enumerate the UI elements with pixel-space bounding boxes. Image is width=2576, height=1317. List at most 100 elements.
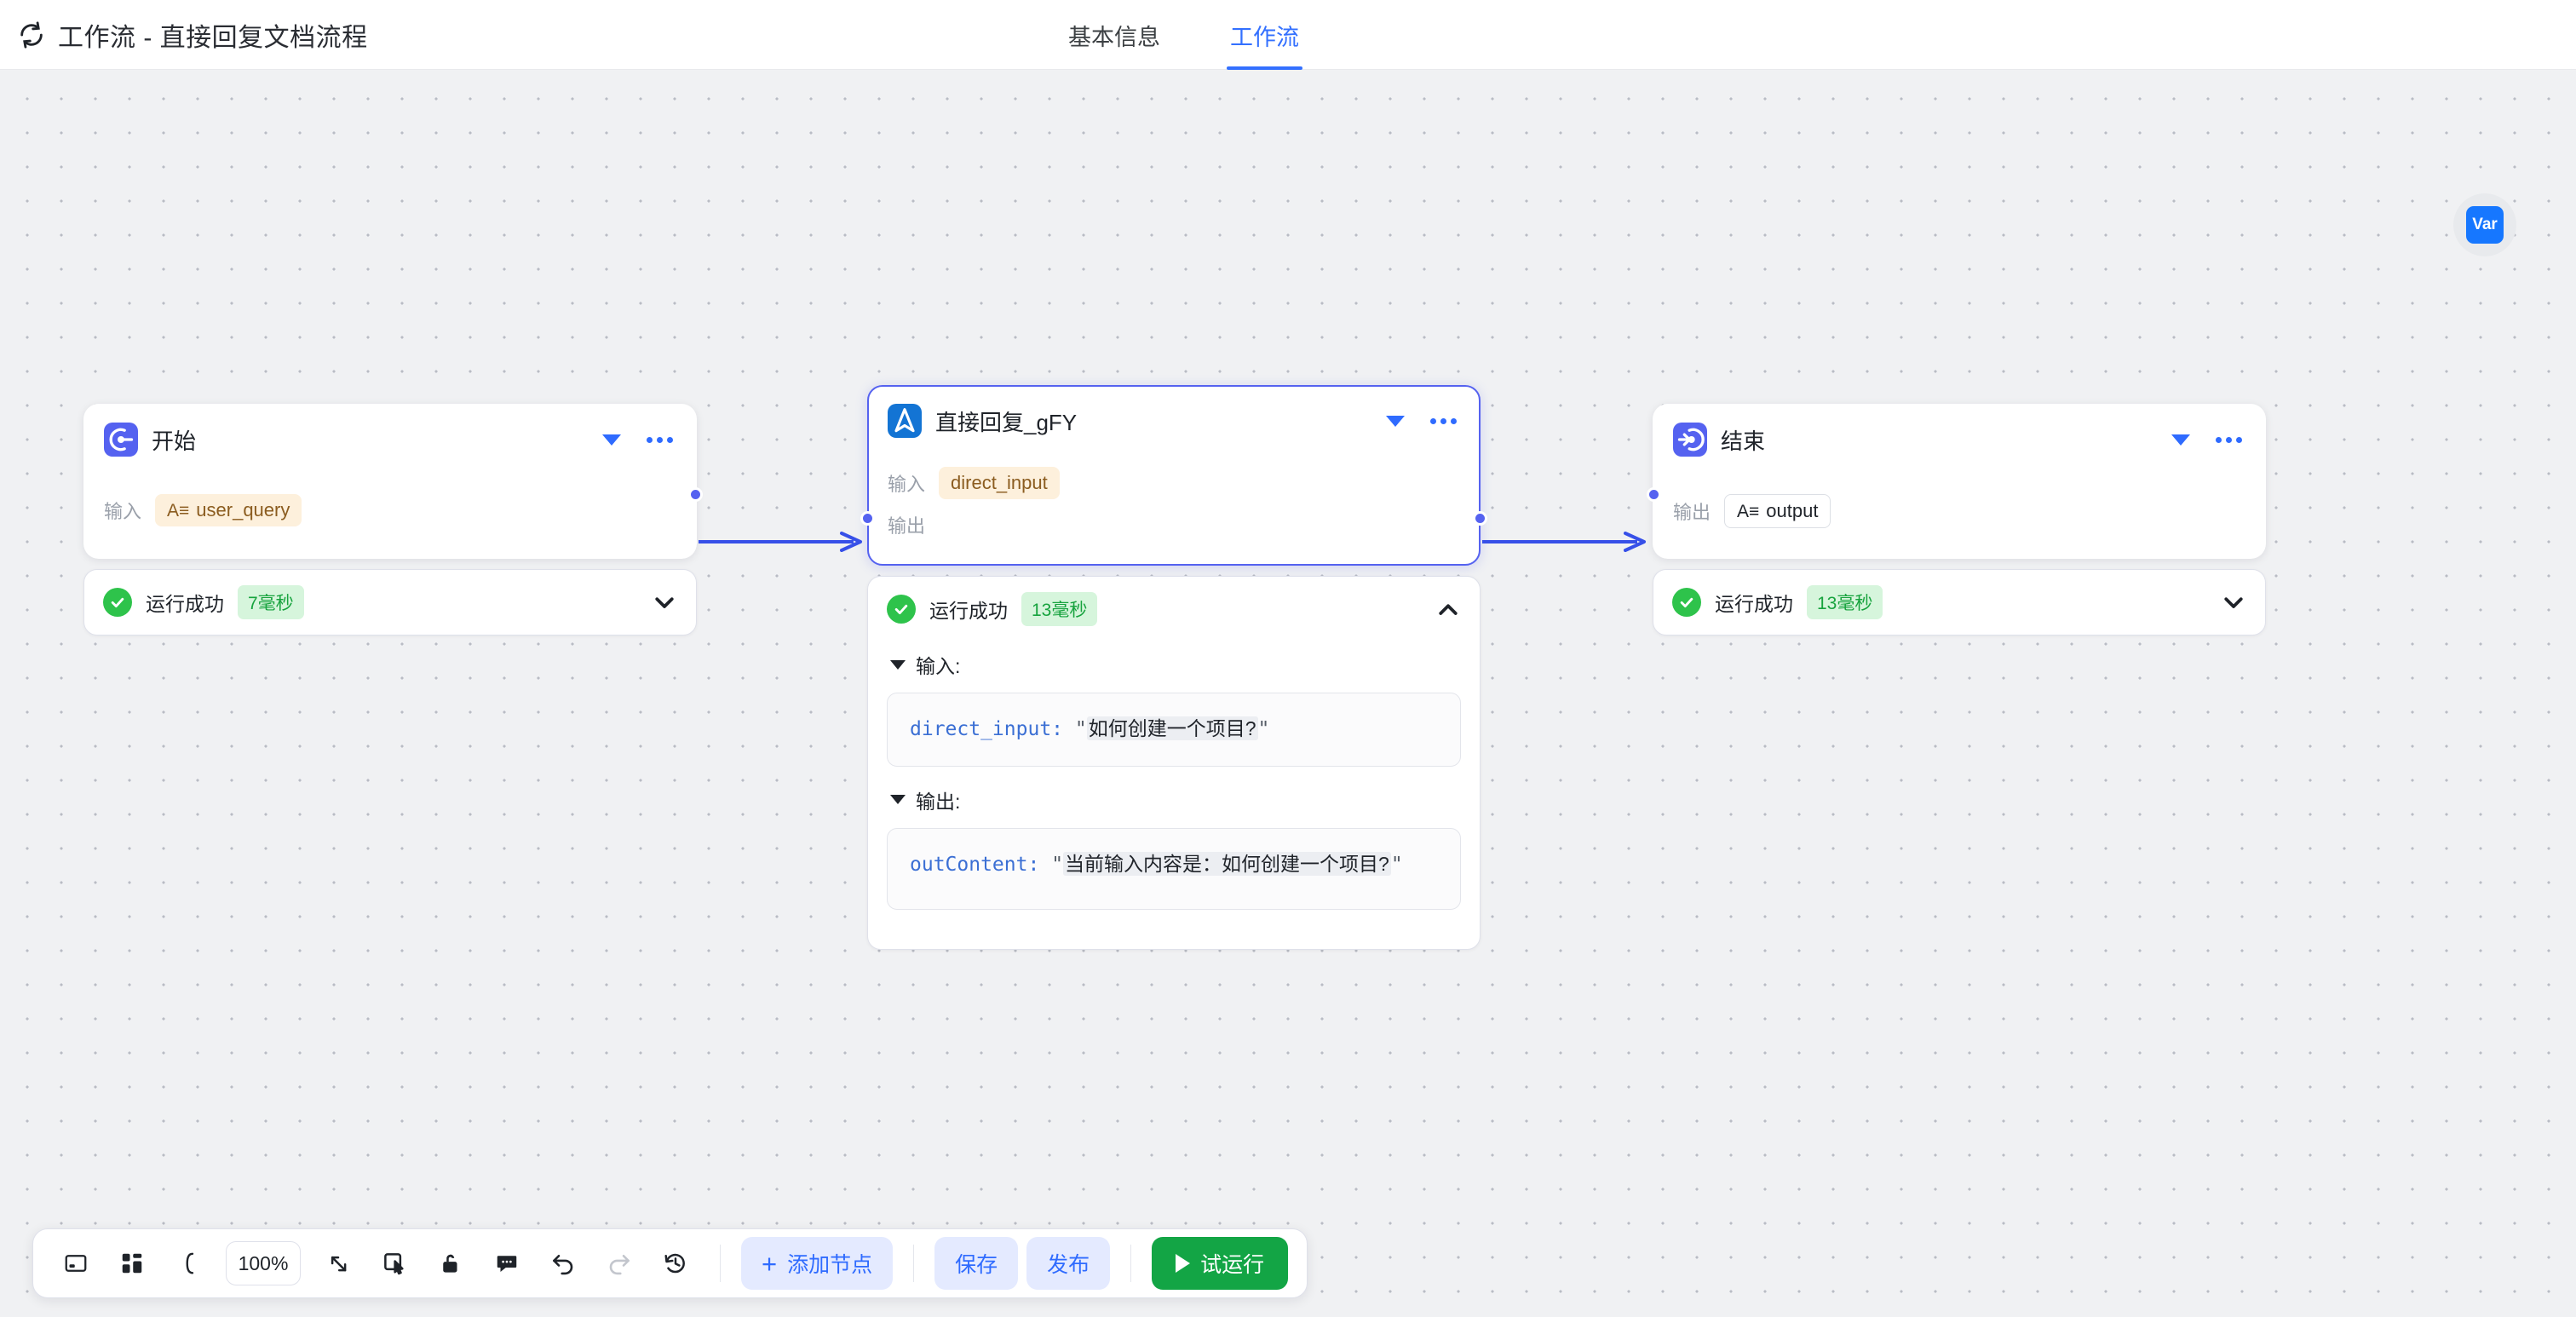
node-direct-reply-status[interactable]: 运行成功 13毫秒 输入: direct_input: "如何创建一个项目?": [867, 576, 1481, 951]
header-left: 工作流 - 直接回复文档流程: [0, 16, 368, 54]
triangle-down-icon[interactable]: [890, 659, 906, 670]
unlock-icon[interactable]: [427, 1239, 474, 1287]
var-label: Var: [2466, 206, 2504, 244]
quote-open: ": [1051, 853, 1064, 876]
run-output-code-box: outContent: "当前输入内容是：如何创建一个项目?": [887, 827, 1461, 911]
chip-user-query-label: user_query: [196, 499, 290, 520]
chip-output[interactable]: A≡ output: [1724, 494, 1831, 528]
workflow-canvas[interactable]: Var 开始: [0, 70, 2576, 1317]
redo-icon[interactable]: [595, 1239, 643, 1287]
bottom-toolbar: 100%: [32, 1228, 1308, 1298]
run-output-line: outContent: "当前输入内容是：如何创建一个项目?": [910, 849, 1438, 881]
node-direct-reply-header: 直接回复_gFY: [869, 387, 1479, 438]
node-direct-reply[interactable]: 直接回复_gFY 输入 direct_input 输出: [860, 385, 1487, 951]
quote-close: ": [1257, 718, 1270, 740]
comment-icon[interactable]: [483, 1239, 531, 1287]
node-start[interactable]: 开始 输入 A≡ user_query: [83, 404, 703, 635]
run-input-key: direct_input:: [910, 718, 1064, 740]
more-dots-icon[interactable]: [1430, 417, 1457, 424]
edge-reply-to-end: [1482, 532, 1653, 552]
toolbar-divider: [1130, 1245, 1132, 1282]
success-check-icon: [103, 588, 132, 617]
edge-start-to-reply: [699, 532, 869, 552]
node-end-card[interactable]: 结束 输出 A≡ output: [1647, 404, 2266, 559]
quote-close: ": [1390, 853, 1403, 876]
run-output-value: 当前输入内容是：如何创建一个项目?: [1063, 851, 1391, 876]
node-direct-reply-input-handle[interactable]: [860, 511, 875, 526]
save-button[interactable]: 保存: [934, 1237, 1019, 1290]
node-end[interactable]: 结束 输出 A≡ output: [1647, 404, 2266, 635]
start-node-icon: [104, 423, 138, 457]
more-dots-icon[interactable]: [647, 436, 673, 443]
header-tabs: 基本信息 工作流: [1065, 0, 1302, 70]
node-end-actions: [2171, 434, 2245, 446]
node-start-card[interactable]: 开始 输入 A≡ user_query: [83, 404, 703, 559]
run-output-section-title: 输出:: [916, 790, 961, 813]
history-icon[interactable]: [652, 1239, 699, 1287]
plus-icon: +: [762, 1248, 778, 1279]
chevron-down-icon[interactable]: [2221, 589, 2246, 615]
add-node-label: 添加节点: [787, 1253, 873, 1277]
node-start-status[interactable]: 运行成功 7毫秒: [83, 569, 697, 635]
play-icon: [1176, 1254, 1191, 1273]
add-node-button[interactable]: + 添加节点: [741, 1237, 894, 1290]
undo-icon[interactable]: [539, 1239, 587, 1287]
node-start-output-handle[interactable]: [688, 487, 703, 502]
test-run-button[interactable]: 试运行: [1152, 1237, 1289, 1290]
publish-button[interactable]: 发布: [1026, 1237, 1111, 1290]
node-start-header: 开始: [85, 405, 695, 457]
node-direct-reply-input-label: 输入: [888, 474, 926, 495]
chevron-up-icon[interactable]: [1435, 596, 1461, 622]
chevron-down-icon[interactable]: [652, 589, 677, 615]
node-direct-reply-status-header[interactable]: 运行成功 13毫秒: [868, 577, 1480, 641]
variables-fab-button[interactable]: Var: [2453, 193, 2516, 256]
refresh-loop-icon: [17, 20, 46, 49]
chip-direct-input-label: direct_input: [951, 472, 1048, 493]
run-output-section-header[interactable]: 输出:: [890, 785, 1461, 814]
node-end-status-text: 运行成功: [1715, 593, 1793, 615]
fit-view-icon[interactable]: [314, 1239, 362, 1287]
node-end-duration-badge: 13毫秒: [1807, 585, 1883, 619]
select-tool-icon[interactable]: [371, 1239, 418, 1287]
node-direct-reply-actions: [1386, 415, 1460, 427]
run-input-section-header[interactable]: 输入:: [890, 650, 1461, 679]
chip-user-query[interactable]: A≡ user_query: [155, 494, 302, 526]
tab-workflow[interactable]: 工作流: [1227, 0, 1302, 70]
toolbar-divider: [720, 1245, 721, 1282]
node-end-status-header[interactable]: 运行成功 13毫秒: [1653, 570, 2265, 635]
node-end-output-row: 输出 A≡ output: [1654, 494, 2264, 528]
text-type-icon: A≡: [167, 500, 190, 520]
run-output-key: outContent:: [910, 853, 1040, 876]
page-title: 工作流 - 直接回复文档流程: [58, 23, 368, 52]
zoom-level-display[interactable]: 100%: [226, 1241, 301, 1285]
tab-basic-info[interactable]: 基本信息: [1068, 24, 1160, 50]
app-header: 工作流 - 直接回复文档流程 基本信息 工作流: [0, 0, 2576, 70]
node-direct-reply-output-handle[interactable]: [1473, 511, 1487, 526]
node-start-status-header[interactable]: 运行成功 7毫秒: [84, 570, 696, 635]
node-end-input-handle[interactable]: [1647, 487, 1661, 502]
node-start-actions: [602, 434, 676, 446]
layout-grid-icon[interactable]: [108, 1239, 156, 1287]
node-end-status[interactable]: 运行成功 13毫秒: [1653, 569, 2266, 635]
curve-edge-icon[interactable]: [164, 1239, 212, 1287]
node-direct-reply-input-row: 输入 direct_input: [869, 467, 1479, 499]
run-input-line: direct_input: "如何创建一个项目?": [910, 714, 1438, 745]
more-dots-icon[interactable]: [2216, 436, 2242, 443]
caret-down-icon[interactable]: [602, 434, 621, 446]
chip-direct-input[interactable]: direct_input: [939, 467, 1060, 499]
node-direct-reply-duration-badge: 13毫秒: [1021, 592, 1098, 626]
caret-down-icon[interactable]: [2171, 434, 2190, 446]
run-input-code-box: direct_input: "如何创建一个项目?": [887, 693, 1461, 767]
success-check-icon: [887, 595, 916, 624]
caret-down-icon[interactable]: [1386, 415, 1405, 427]
node-direct-reply-card[interactable]: 直接回复_gFY 输入 direct_input 输出: [860, 385, 1487, 566]
toolbar-divider: [913, 1245, 915, 1282]
triangle-down-icon[interactable]: [890, 795, 906, 805]
success-check-icon: [1672, 588, 1701, 617]
run-input-section-title: 输入:: [916, 655, 961, 677]
node-start-input-label: 输入: [104, 501, 142, 522]
minimap-icon[interactable]: [52, 1239, 100, 1287]
node-direct-reply-output-label: 输出: [888, 515, 926, 537]
end-node-icon: [1673, 423, 1707, 457]
node-direct-reply-status-text: 运行成功: [929, 600, 1008, 622]
